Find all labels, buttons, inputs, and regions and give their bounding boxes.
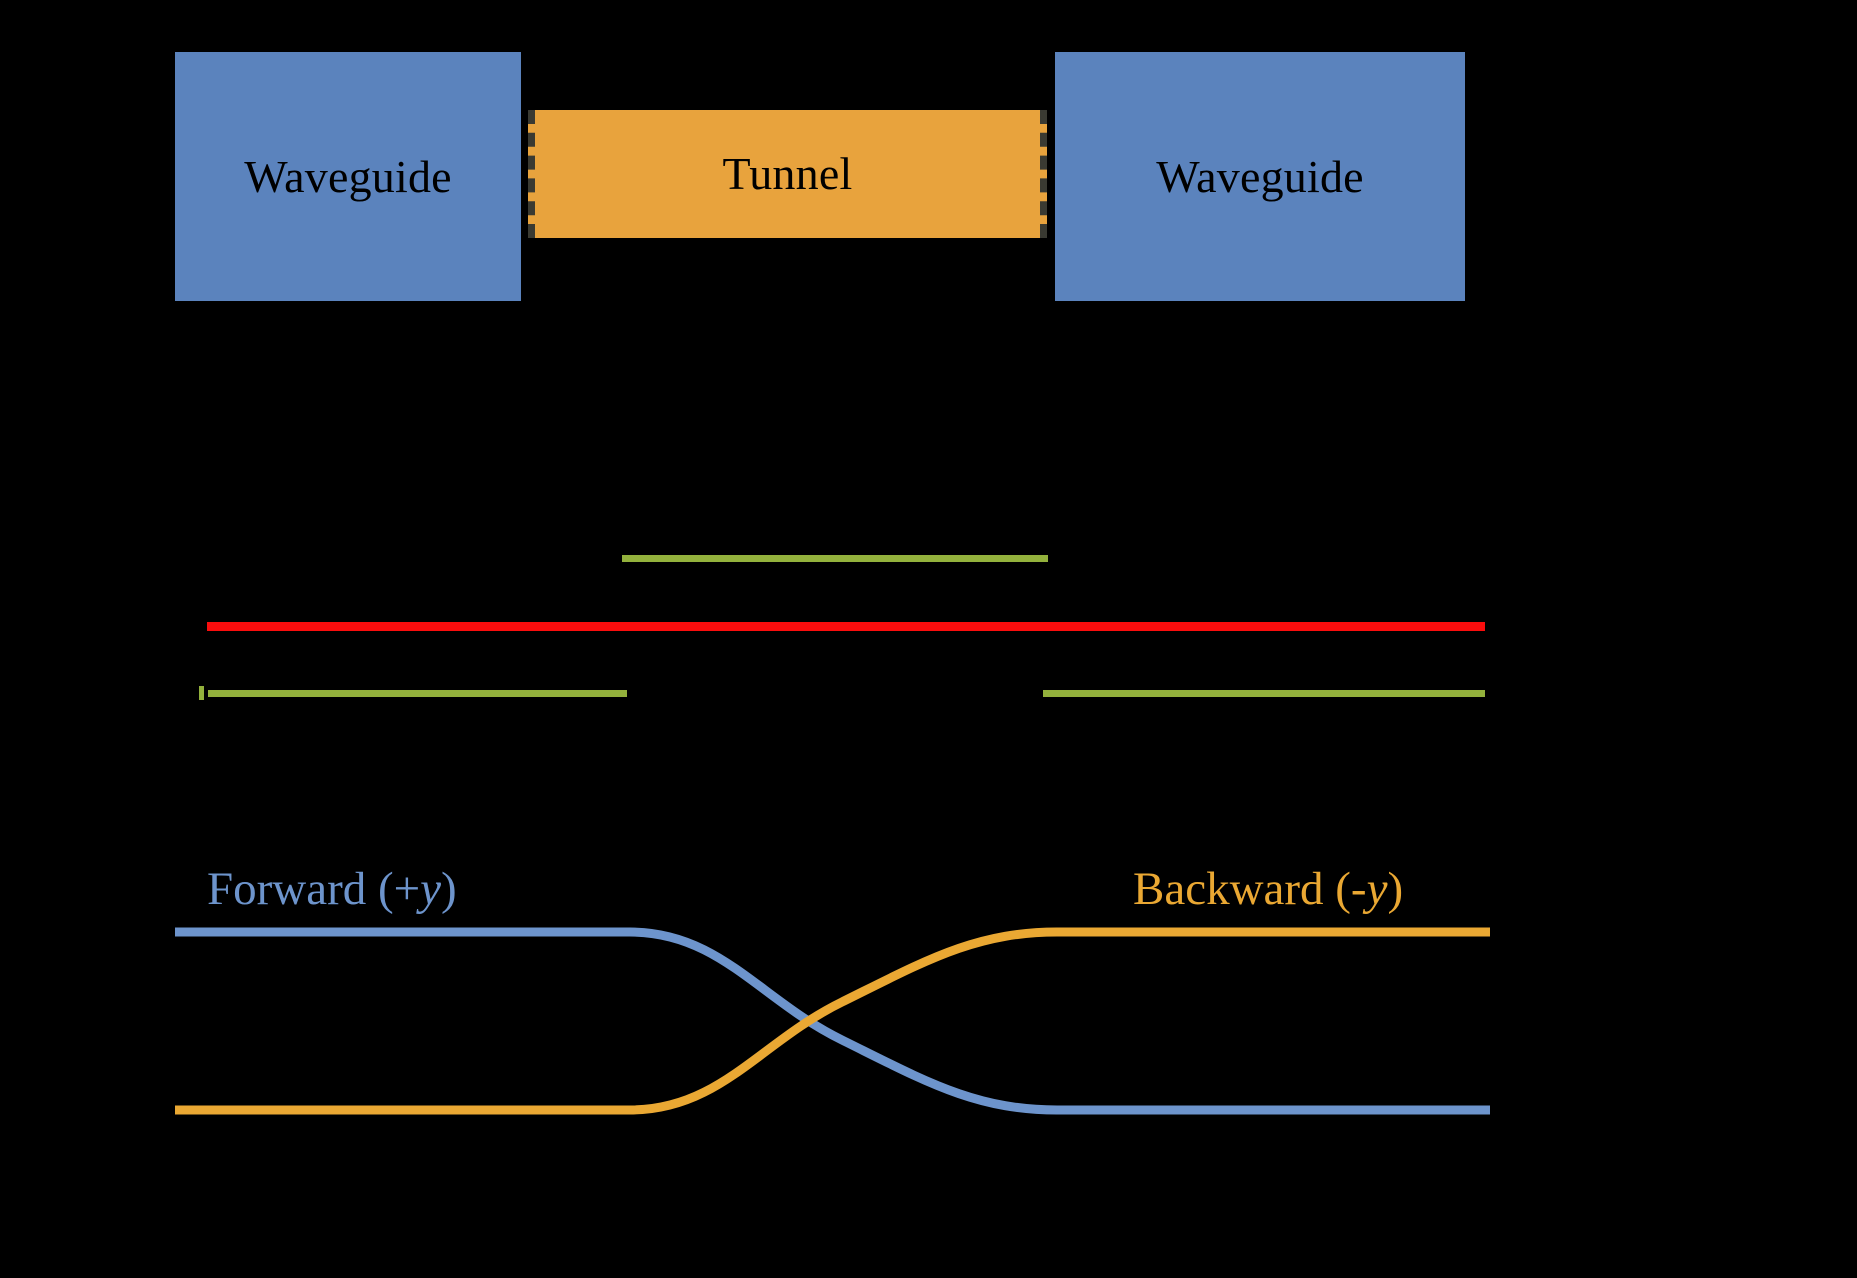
backward-label-text: Backward (- [1133,863,1367,915]
forward-curve-label: Forward (+y) [207,866,457,913]
tunnel-label: Tunnel [722,148,853,199]
forward-label-close: ) [441,863,457,915]
forward-label-text: Forward (+ [207,863,421,915]
backward-curve-label: Backward (-y) [1133,866,1403,913]
tunnel-potential-level-line [622,555,1048,562]
backward-label-close: ) [1387,863,1404,915]
potential-level-tick-icon [199,686,204,700]
waveguide-right-label: Waveguide [1156,150,1364,202]
waveguide-left-label: Waveguide [244,150,452,202]
backward-label-variable: y [1366,863,1388,915]
forward-mode-curve [175,927,1490,1115]
waveguide-potential-level-left-line [208,690,627,697]
backward-mode-curve [175,927,1490,1115]
waveguide-potential-level-right-line [1043,690,1485,697]
waveguide-right-block: Waveguide [1055,52,1465,301]
tunnel-block: Tunnel [528,110,1047,238]
mode-energy-level-line [207,622,1485,631]
forward-label-variable: y [420,863,442,915]
waveguide-left-block: Waveguide [175,52,521,301]
